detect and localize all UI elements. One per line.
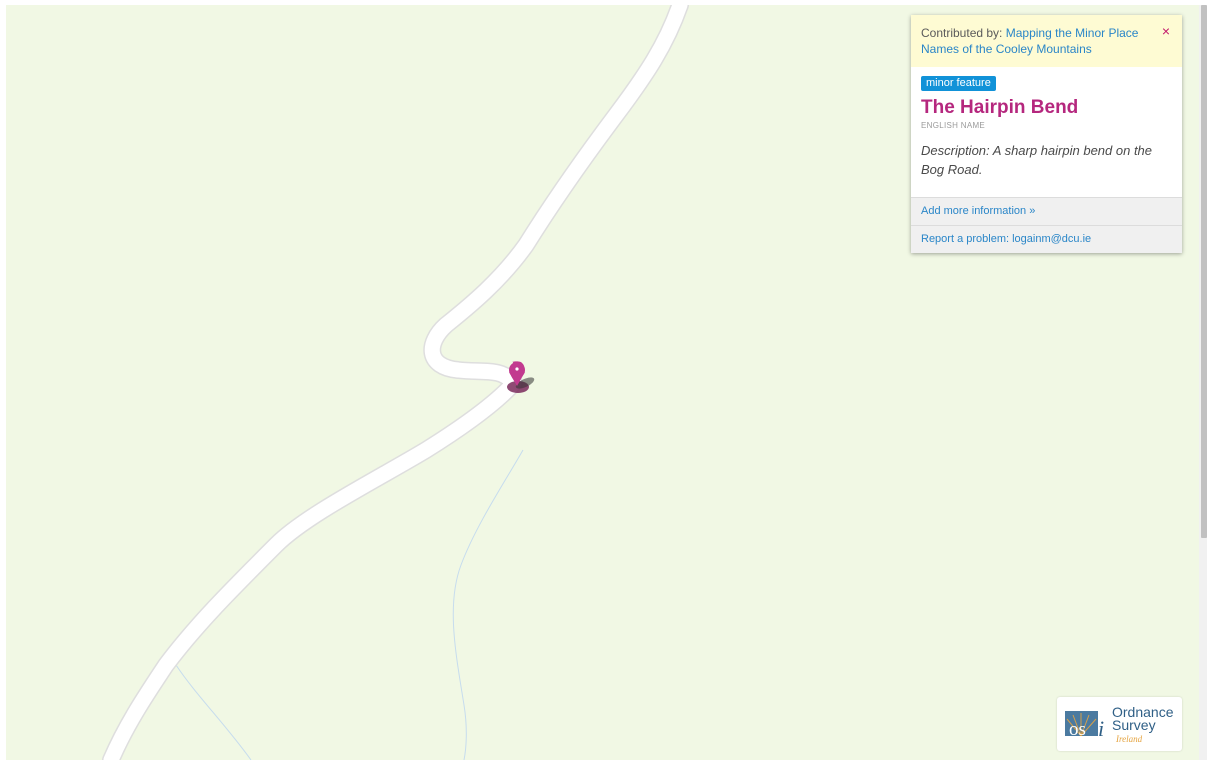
report-problem-link[interactable]: Report a problem: logainm@dcu.ie [921,233,1092,245]
feature-type-badge: minor feature [921,76,996,91]
contributed-prefix: Contributed by: [921,26,1003,40]
name-language-caption: ENGLISH NAME [921,121,986,130]
place-name-title: The Hairpin Bend [921,97,1079,118]
osi-logo-i: i [1098,716,1105,741]
stream-line [452,449,524,760]
bog-road [103,5,688,760]
contributor-link[interactable]: Mapping the Minor Place Names of the Coo… [921,26,1139,56]
osi-logo[interactable]: os i Ordnance Survey Ireland [1057,697,1182,751]
popup-body: minor feature The Hairpin Bend ENGLISH N… [911,67,1182,197]
osi-logo-line3: Ireland [1116,734,1143,744]
sunburst-icon [1066,713,1097,736]
close-icon[interactable]: × [1161,23,1171,39]
road-casing [102,5,689,760]
osi-logo-os: os [1069,719,1086,740]
osi-logo-line1: Ordnance [1112,704,1174,720]
add-more-information-link[interactable]: Add more information » [921,205,1036,217]
map-pin-icon[interactable] [507,361,536,393]
feature-description: Description: A sharp hairpin bend on the… [921,143,1153,177]
add-info-row: Add more information » [911,197,1182,225]
osi-logo-mark [1065,711,1098,736]
osi-logo-wordmark: Ordnance Survey [1112,704,1174,733]
feature-popup: Contributed by: Mapping the Minor Place … [911,15,1182,253]
stream-line [175,664,252,760]
contributor-banner: Contributed by: Mapping the Minor Place … [911,15,1182,67]
scrollbar-thumb[interactable] [1201,5,1207,538]
map-layer [102,5,689,760]
report-problem-row: Report a problem: logainm@dcu.ie [911,225,1182,253]
osi-logo-line2: Survey [1112,717,1156,733]
